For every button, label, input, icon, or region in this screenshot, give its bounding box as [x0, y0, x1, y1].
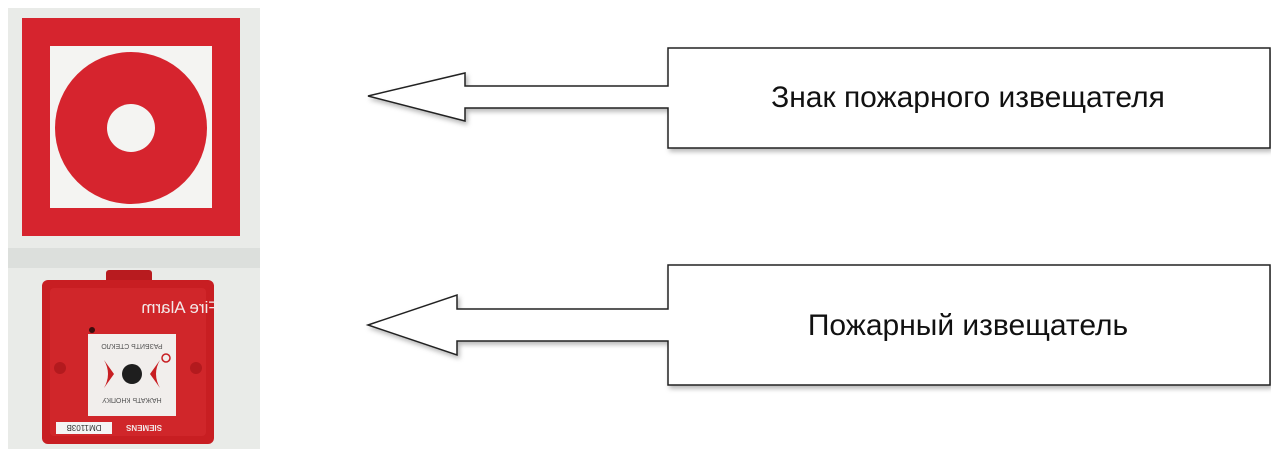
device-instruction-bottom: НАЖАТЬ КНОПКУ — [102, 396, 162, 403]
device-screw-left — [54, 362, 66, 374]
device-model-text: DM1103B — [67, 423, 102, 432]
device-description-label: Пожарный извещатель — [808, 309, 1128, 342]
sign-callout — [367, 47, 1271, 149]
device-brand-text: SIEMENS — [125, 423, 162, 432]
device-instruction-top: РАЗБИТЬ СТЕКЛО — [101, 342, 163, 349]
device-face-title: Fire Alarm — [141, 298, 218, 317]
sign-center-hole — [107, 104, 155, 152]
device-status-led — [89, 327, 95, 333]
device-arrow-left-icon — [104, 360, 114, 388]
manual-call-point: Fire Alarm РАЗБИТЬ СТЕКЛО НАЖАТЬ КНОПКУ … — [42, 270, 219, 444]
sign-description-label: Знак пожарного извещателя — [771, 81, 1165, 114]
sign-arrow-icon — [367, 47, 1271, 149]
wall-shadow — [8, 248, 260, 268]
device-arrow-right-icon — [150, 360, 160, 388]
device-push-button — [122, 364, 142, 384]
device-brand-mark-icon — [161, 353, 171, 363]
fire-detector-sign — [22, 18, 240, 236]
device-arrow-icon — [365, 264, 1271, 386]
device-screw-right — [190, 362, 202, 374]
device-callout — [365, 264, 1271, 386]
device-model-label — [56, 422, 112, 434]
photo: Fire Alarm РАЗБИТЬ СТЕКЛО НАЖАТЬ КНОПКУ … — [8, 8, 260, 449]
